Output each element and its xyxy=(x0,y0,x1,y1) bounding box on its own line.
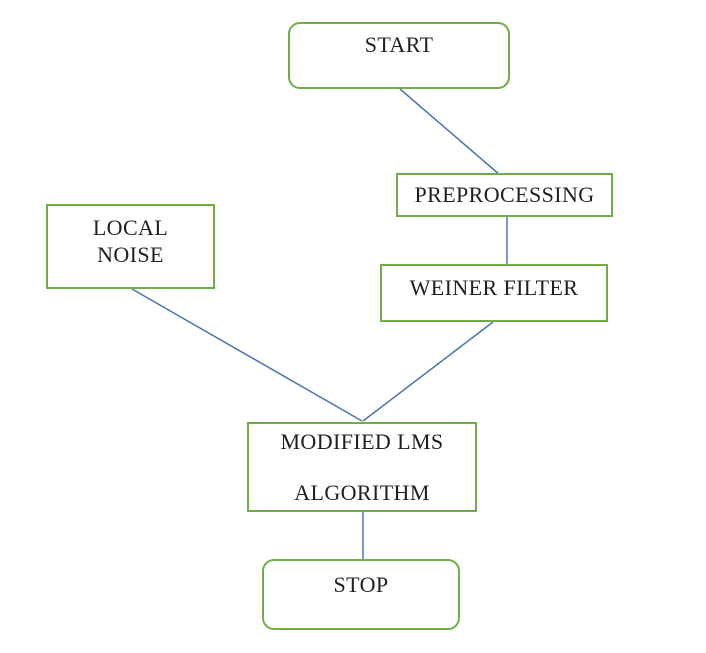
node-stop: STOP xyxy=(262,559,460,630)
node-modified-lms-label-line1: MODIFIED LMS xyxy=(280,429,444,454)
node-start: START xyxy=(288,22,510,89)
node-modified-lms-label-line2: ALGORITHM xyxy=(294,480,430,505)
node-preprocessing: PREPROCESSING xyxy=(396,173,613,217)
node-local-noise: LOCAL NOISE xyxy=(46,204,215,289)
connector-weiner-filter-modified-lms xyxy=(362,321,494,422)
connector-start-preprocessing xyxy=(399,88,501,176)
node-stop-label: STOP xyxy=(333,572,389,597)
node-local-noise-label-line2: NOISE xyxy=(97,242,164,267)
node-weiner-filter-label: WEINER FILTER xyxy=(409,275,579,300)
node-preprocessing-label: PREPROCESSING xyxy=(414,182,595,207)
node-local-noise-label-line1: LOCAL xyxy=(92,215,169,240)
node-weiner-filter: WEINER FILTER xyxy=(380,264,608,322)
connector-local-noise-modified-lms xyxy=(131,288,363,422)
node-start-label: START xyxy=(364,32,434,57)
node-modified-lms: MODIFIED LMS ALGORITHM xyxy=(247,422,477,512)
